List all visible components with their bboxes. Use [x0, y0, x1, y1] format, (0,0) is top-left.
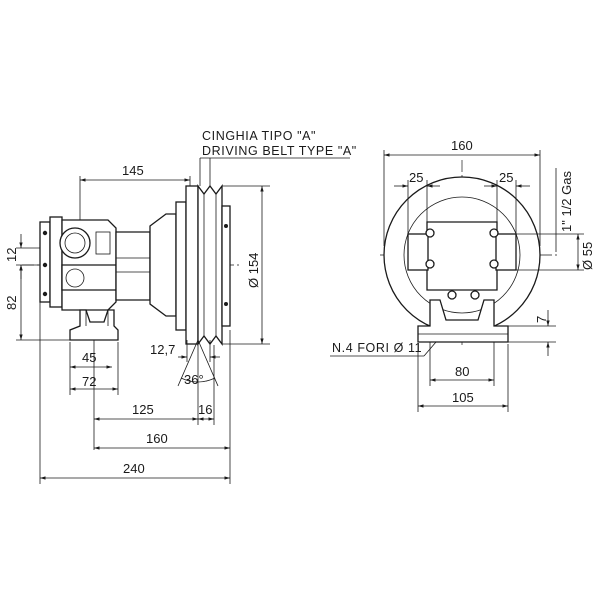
dim-front-7: 7	[534, 316, 549, 323]
dim-front-160: 160	[451, 138, 473, 153]
dim-front-80: 80	[455, 364, 469, 379]
holes-note: N.4 FORI Ø 11	[332, 341, 422, 355]
dim-12: 12	[4, 248, 19, 262]
front-view	[380, 160, 560, 345]
belt-note-en: DRIVING BELT TYPE "A"	[202, 144, 357, 158]
dim-160: 160	[146, 431, 168, 446]
dim-front-25-right: 25	[499, 170, 513, 185]
side-dimensions	[16, 157, 350, 484]
dim-240: 240	[123, 461, 145, 476]
side-view	[22, 184, 240, 346]
dim-145: 145	[122, 163, 144, 178]
dim-82: 82	[4, 296, 19, 310]
dim-front-55: Ø 55	[580, 242, 595, 270]
dim-45: 45	[82, 350, 96, 365]
dim-front-105: 105	[452, 390, 474, 405]
dim-154: Ø 154	[246, 253, 261, 288]
front-dimensions	[330, 150, 584, 412]
dim-72: 72	[82, 374, 96, 389]
thread-note: 1" 1/2 Gas	[559, 171, 574, 232]
dim-front-25-left: 25	[409, 170, 423, 185]
dim-16: 16	[198, 402, 212, 417]
dim-12-7: 12,7	[150, 342, 175, 357]
dim-125: 125	[132, 402, 154, 417]
dim-36: 36°	[184, 372, 204, 387]
belt-note-it: CINGHIA TIPO "A"	[202, 129, 316, 143]
